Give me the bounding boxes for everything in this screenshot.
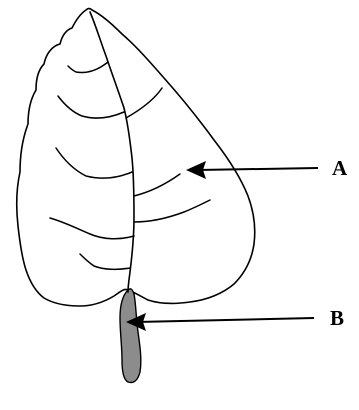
arrow-b-line (136, 318, 314, 322)
leaf-stalk (120, 289, 141, 383)
label-a: A (332, 156, 348, 180)
label-b: B (330, 306, 344, 330)
leaf-blade (17, 9, 255, 307)
